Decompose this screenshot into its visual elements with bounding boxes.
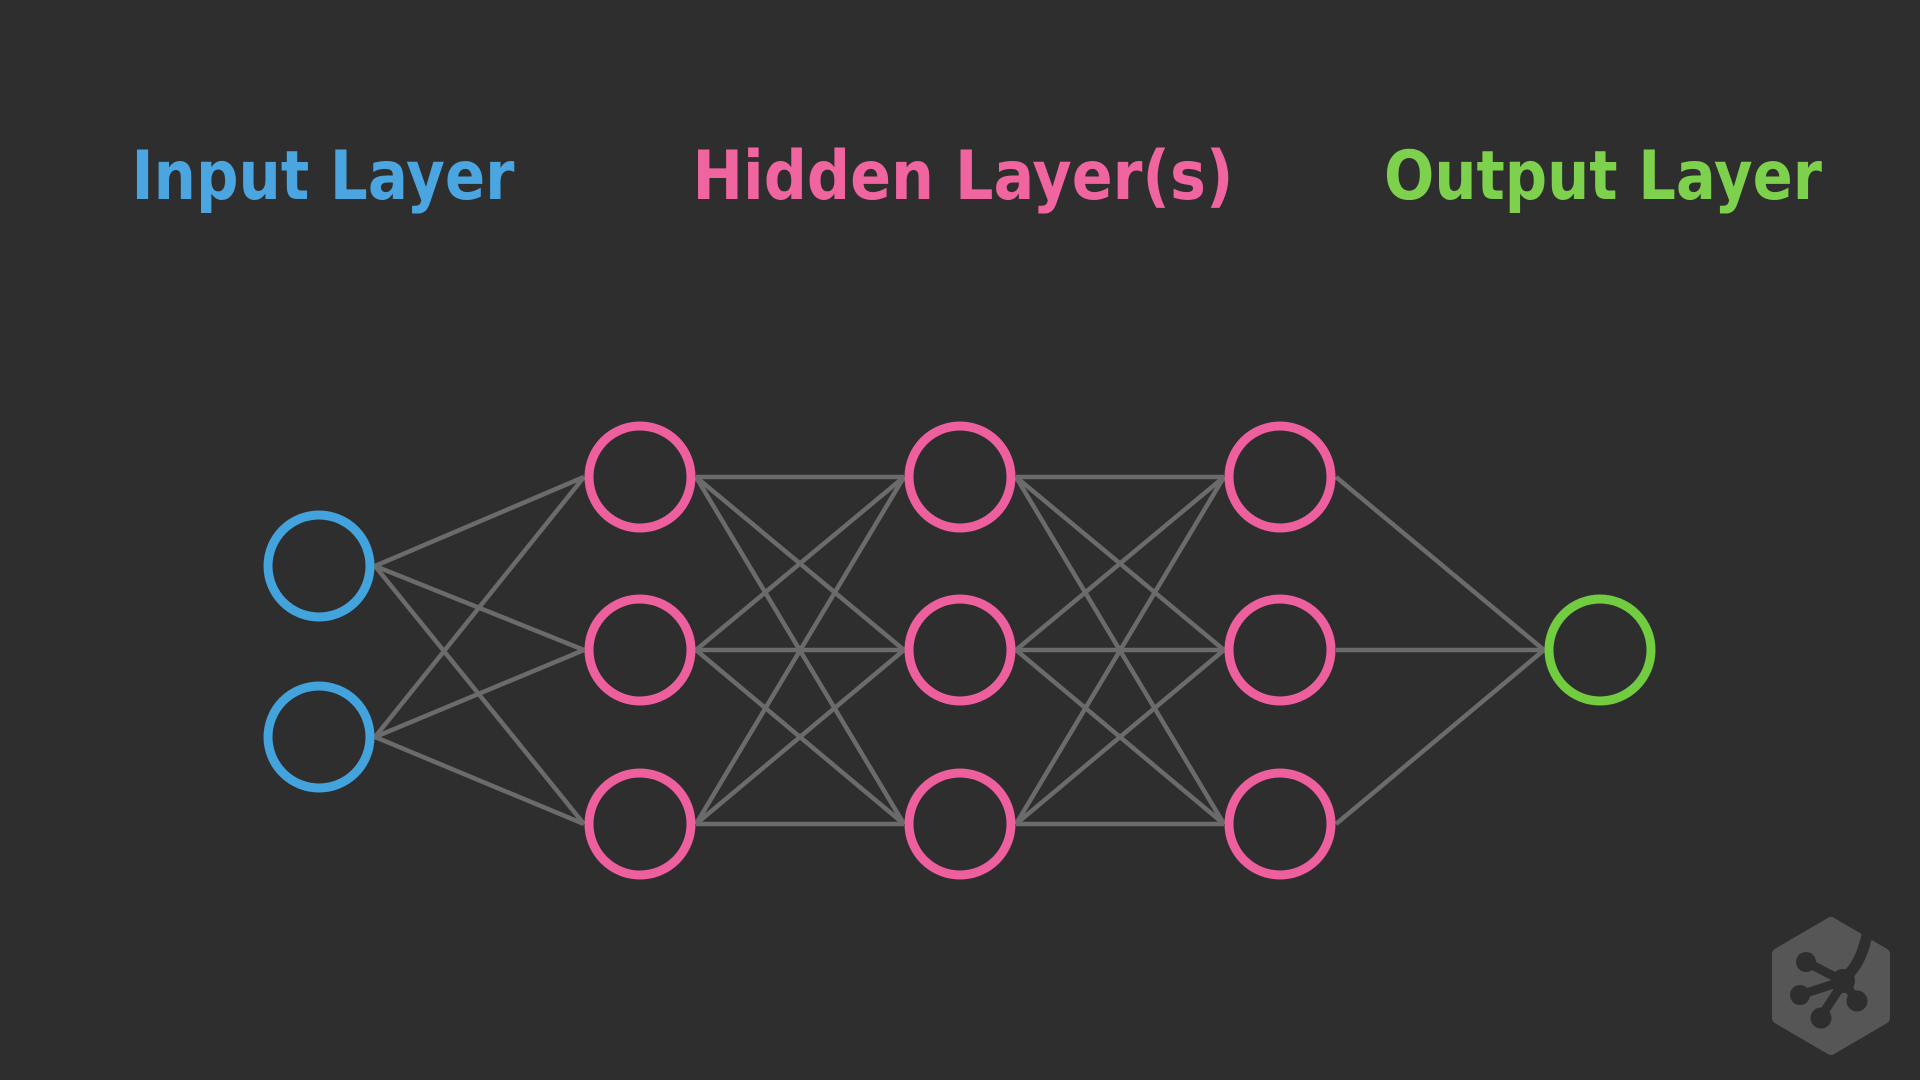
connection-line	[1334, 648, 1546, 826]
connection-line	[1014, 648, 1226, 826]
connection-line	[374, 734, 585, 827]
output-layer-title: Output Layer	[1384, 137, 1822, 216]
input-layer-title: Input Layer	[132, 137, 515, 216]
node-hidden-1-3	[584, 768, 696, 880]
connection-lines	[373, 474, 1546, 827]
connection-line	[1014, 475, 1226, 826]
connection-line	[694, 648, 906, 826]
node-hidden-2-2	[904, 594, 1016, 706]
connection-line	[1014, 475, 1226, 652]
node-hidden-2-1	[904, 421, 1016, 533]
network-nodes	[263, 421, 1656, 880]
node-input-1	[263, 510, 375, 622]
connection-line	[694, 475, 906, 826]
connection-line	[1334, 475, 1546, 652]
logo-footprint	[1790, 924, 1874, 1029]
node-hidden-1-2	[584, 594, 696, 706]
treehouse-logo-icon	[1772, 917, 1890, 1055]
node-output-1	[1544, 594, 1656, 706]
node-hidden-2-3	[904, 768, 1016, 880]
connection-line	[373, 475, 586, 739]
node-hidden-3-3	[1224, 768, 1336, 880]
node-hidden-3-1	[1224, 421, 1336, 533]
connection-line	[694, 475, 906, 652]
node-hidden-3-2	[1224, 594, 1336, 706]
connection-line	[374, 647, 585, 740]
connection-line	[374, 474, 585, 569]
hidden-layer-title: Hidden Layer(s)	[693, 137, 1234, 216]
node-hidden-1-1	[584, 421, 696, 533]
node-input-2	[263, 681, 375, 793]
